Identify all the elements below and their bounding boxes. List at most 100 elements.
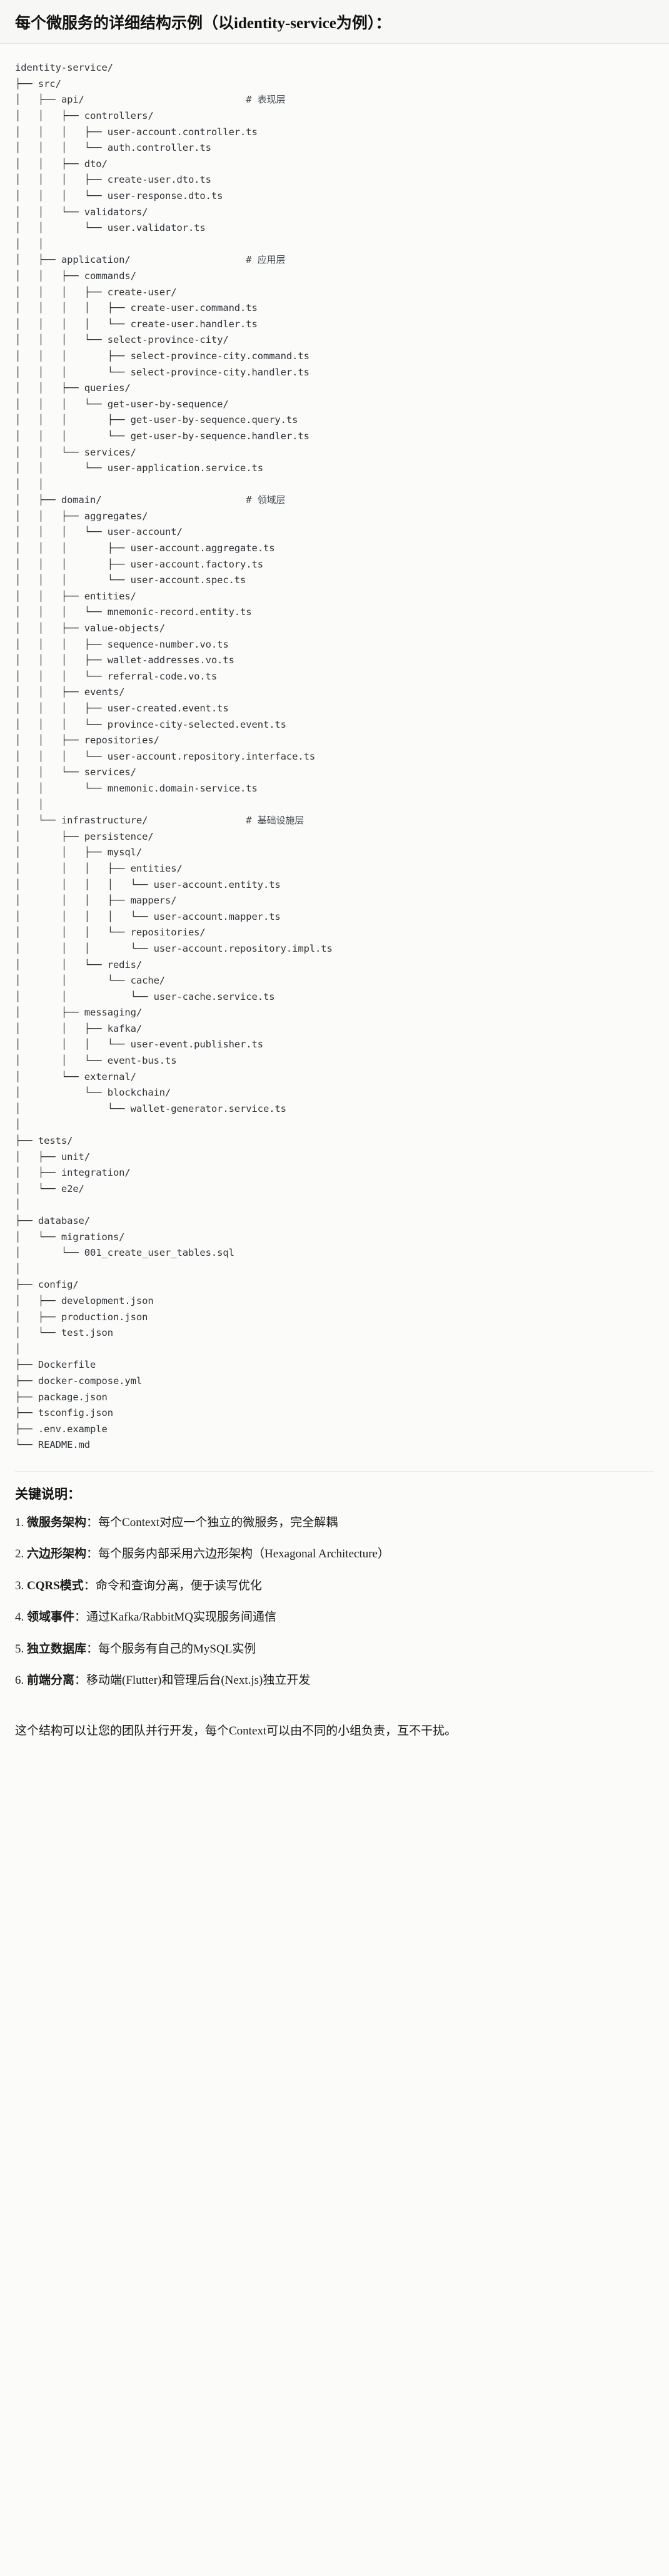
tree-line: │ │ └── services/ <box>15 445 654 461</box>
tree-node-path: ├── src/ <box>15 78 61 89</box>
tree-line: ├── config/ <box>15 1277 654 1293</box>
key-note-description: 命令和查询分离，便于读写优化 <box>95 1579 262 1592</box>
directory-tree-block: identity-service/ ├── src/ │ ├── api/ # 表现… <box>0 44 669 1465</box>
tree-node-path: │ │ ├── repositories/ <box>15 735 159 746</box>
tree-node-path: │ │ └── services/ <box>15 766 136 778</box>
directory-tree: identity-service/ ├── src/ │ ├── api/ # 表现… <box>15 60 654 1453</box>
tree-line: ├── tsconfig.json <box>15 1405 654 1422</box>
key-note-separator: ： <box>86 1515 99 1529</box>
tree-node-path: identity-service/ <box>15 62 113 74</box>
key-notes-title: 关键说明： <box>15 1486 81 1502</box>
tree-line: │ │ <box>15 237 654 253</box>
tree-node-path: │ │ <box>15 478 44 490</box>
tree-node-path: │ │ │ └── mnemonic-record.entity.ts <box>15 606 252 618</box>
key-note-separator: ： <box>83 1579 96 1592</box>
tree-node-path: │ │ └── validators/ <box>15 206 148 218</box>
tree-node-path: │ │ ├── aggregates/ <box>15 510 148 522</box>
key-note-term: 独立数据库 <box>27 1642 87 1656</box>
tree-node-path: │ │ │ └── select-province-city.handler.t… <box>15 366 309 378</box>
tree-node-path: │ ├── unit/ <box>15 1151 91 1163</box>
tree-line: │ └── external/ <box>15 1069 654 1086</box>
tree-node-path: │ │ │ ├── select-province-city.command.t… <box>15 350 309 362</box>
tree-node-path: │ │ │ └── user-response.dto.ts <box>15 190 223 201</box>
key-note-item: 3. CQRS模式：命令和查询分离，便于读写优化 <box>15 1577 654 1596</box>
key-note-separator: ： <box>86 1547 99 1561</box>
tree-node-path: │ └── infrastructure/ <box>15 815 148 827</box>
tree-node-path: │ │ │ └── user-event.publisher.ts <box>15 1039 263 1051</box>
tree-node-path: │ │ ├── commands/ <box>15 270 136 282</box>
tree-node-path: │ │ ├── queries/ <box>15 382 131 394</box>
tree-node-path: │ │ │ ├── entities/ <box>15 862 183 874</box>
key-note-index: 5. <box>15 1642 27 1656</box>
tree-node-path: │ ├── application/ <box>15 254 131 266</box>
tree-line: │ │ ├── events/ <box>15 685 654 701</box>
tree-line: │ ├── persistence/ <box>15 829 654 845</box>
tree-node-path: ├── .env.example <box>15 1423 108 1435</box>
tree-node-path: │ │ │ └── user-account.spec.ts <box>15 574 246 586</box>
tree-node-path: │ │ └── user-application.service.ts <box>15 462 263 474</box>
tree-line: │ │ └── validators/ <box>15 205 654 221</box>
tree-comment-gap <box>131 254 246 265</box>
section-divider <box>15 1470 654 1472</box>
tree-line: │ │ │ ├── select-province-city.command.t… <box>15 349 654 365</box>
tree-node-path: ├── package.json <box>15 1391 108 1403</box>
tree-line: │ │ │ └── user-event.publisher.ts <box>15 1037 654 1053</box>
tree-layer-comment: # 表现层 <box>246 94 286 106</box>
key-note-index: 2. <box>15 1547 27 1561</box>
key-note-item: 2. 六边形架构：每个服务内部采用六边形架构（Hexagonal Archite… <box>15 1545 654 1564</box>
tree-line: │ │ │ └── province-city-selected.event.t… <box>15 717 654 733</box>
tree-line: │ └── blockchain/ <box>15 1085 654 1101</box>
tree-node-path: │ └── wallet-generator.service.ts <box>15 1102 286 1114</box>
tree-node-path: ├── database/ <box>15 1215 91 1226</box>
tree-line: │ │ │ ├── create-user.dto.ts <box>15 172 654 188</box>
tree-line: ├── .env.example <box>15 1422 654 1438</box>
tree-layer-comment: # 基础设施层 <box>246 815 304 827</box>
tree-node-path: │ │ │ │ └── user-account.mapper.ts <box>15 910 281 922</box>
tree-line: │ │ │ ├── wallet-addresses.vo.ts <box>15 653 654 669</box>
key-note-index: 4. <box>15 1611 27 1624</box>
tree-node-path: │ │ │ ├── user-account.factory.ts <box>15 558 263 570</box>
tree-node-path: │ ├── api/ <box>15 94 84 106</box>
tree-line: ├── src/ <box>15 76 654 93</box>
tree-line: identity-service/ <box>15 60 654 76</box>
key-note-item: 6. 前端分离：移动端(Flutter)和管理后台(Next.js)独立开发 <box>15 1672 654 1690</box>
tree-node-path: │ │ │ └── province-city-selected.event.t… <box>15 718 286 730</box>
tree-node-path: │ │ ├── value-objects/ <box>15 623 166 634</box>
tree-line: │ │ └── user-cache.service.ts <box>15 989 654 1005</box>
tree-line: │ │ │ └── auth.controller.ts <box>15 140 654 156</box>
tree-line: │ <box>15 1261 654 1278</box>
tree-line: │ │ │ ├── user-account.factory.ts <box>15 557 654 573</box>
tree-line: ├── database/ <box>15 1213 654 1229</box>
key-note-index: 1. <box>15 1515 27 1529</box>
tree-node-path: ├── docker-compose.yml <box>15 1375 143 1387</box>
key-notes-list: 1. 微服务架构：每个Context对应一个独立的微服务，完全解耦 2. 六边形架… <box>15 1514 654 1690</box>
tree-node-path: │ │ ├── events/ <box>15 686 125 698</box>
tree-node-path: │ └── external/ <box>15 1071 136 1082</box>
tree-line: │ │ │ └── user-response.dto.ts <box>15 188 654 205</box>
tree-node-path: │ │ <box>15 238 44 250</box>
tree-line: │ │ │ └── get-user-by-sequence.handler.t… <box>15 429 654 445</box>
tree-line: │ │ └── redis/ <box>15 957 654 974</box>
tree-line: │ │ │ │ ├── create-user.command.ts <box>15 300 654 317</box>
tree-node-path: │ └── migrations/ <box>15 1231 125 1243</box>
tree-line: │ │ │ └── repositories/ <box>15 925 654 941</box>
tree-comment-gap <box>84 94 246 105</box>
tree-line: │ <box>15 1341 654 1358</box>
tree-line: │ │ ├── mysql/ <box>15 845 654 861</box>
key-note-index: 6. <box>15 1674 27 1688</box>
key-note-item: 1. 微服务架构：每个Context对应一个独立的微服务，完全解耦 <box>15 1514 654 1532</box>
tree-line: │ │ <box>15 477 654 493</box>
tree-node-path: │ │ │ ├── create-user.dto.ts <box>15 174 211 186</box>
tree-line: │ └── migrations/ <box>15 1229 654 1246</box>
tree-node-path: │ │ ├── entities/ <box>15 590 136 602</box>
tree-node-path: │ │ │ ├── sequence-number.vo.ts <box>15 638 229 650</box>
tree-line: │ └── e2e/ <box>15 1181 654 1198</box>
key-note-separator: ： <box>74 1674 87 1688</box>
tree-line: │ │ └── user-application.service.ts <box>15 461 654 477</box>
tree-line: │ │ │ └── user-account.repository.impl.t… <box>15 941 654 957</box>
tree-node-path: ├── tsconfig.json <box>15 1407 113 1419</box>
tree-line: │ │ │ │ └── create-user.handler.ts <box>15 317 654 333</box>
tree-line: │ │ │ └── mnemonic-record.entity.ts <box>15 604 654 621</box>
tree-line: │ │ │ └── get-user-by-sequence/ <box>15 397 654 413</box>
tree-line: │ │ ├── queries/ <box>15 380 654 397</box>
